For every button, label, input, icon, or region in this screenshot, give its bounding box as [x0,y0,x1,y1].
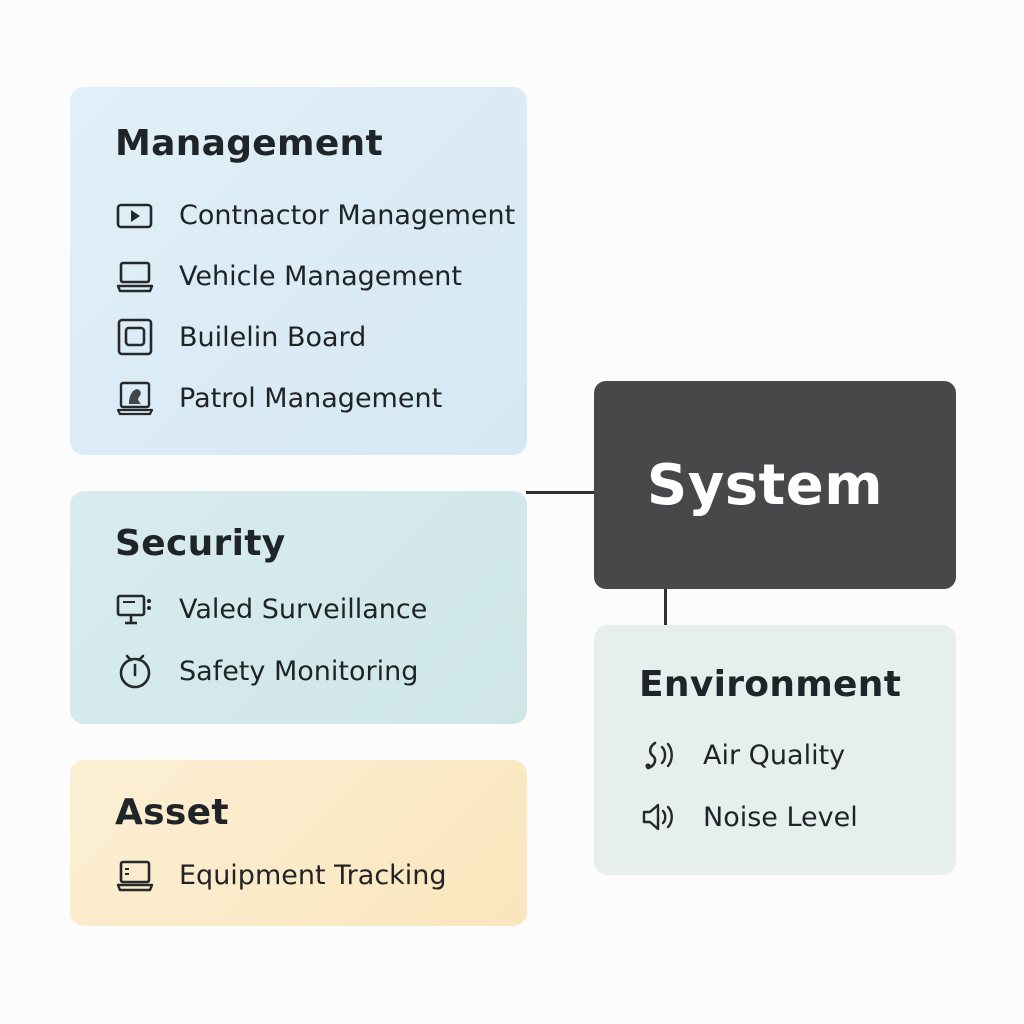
video-icon [115,195,155,235]
asset-title: Asset [115,792,229,833]
environment-item-label: Air Quality [703,739,846,771]
timer-icon [115,651,155,691]
management-item-label: Vehicle Management [179,260,462,292]
management-card: Management Contnactor Management Vehicle… [70,87,527,455]
environment-item-noise: Noise Level [639,797,858,837]
board-icon [115,317,155,357]
management-item-vehicle: Vehicle Management [115,256,462,296]
security-item-surveillance: Valed Surveillance [115,589,427,629]
speaker-icon [639,797,679,837]
security-item-safety: Safety Monitoring [115,651,418,691]
security-item-label: Valed Surveillance [179,593,428,625]
environment-title: Environment [639,664,902,705]
connector-security-system [526,491,595,494]
security-title: Security [115,523,286,564]
management-item-label: Patrol Management [179,382,443,414]
environment-card: Environment Air Quality Noise [594,625,956,875]
management-title: Management [115,123,383,164]
management-item-label: Contnactor Management [179,199,516,231]
system-title: System [646,452,884,518]
monitor-icon [115,589,155,629]
management-item-patrol: Patrol Management [115,378,442,418]
laptop-icon [115,855,155,895]
security-card: Security Valed Surveillance [70,491,527,724]
patrol-icon [115,378,155,418]
environment-item-air: Air Quality [639,735,845,775]
management-item-contractor: Contnactor Management [115,195,515,235]
connector-system-environment [664,588,667,625]
air-wave-icon [639,735,679,775]
system-node: System [594,381,956,589]
management-item-label: Builelin Board [179,321,367,353]
asset-card: Asset Equipment Tracking [70,760,527,926]
laptop-icon [115,256,155,296]
asset-item-label: Equipment Tracking [179,859,447,891]
asset-item-equipment: Equipment Tracking [115,855,447,895]
management-item-board: Builelin Board [115,317,366,357]
environment-item-label: Noise Level [703,801,858,833]
security-item-label: Safety Monitoring [179,655,419,687]
